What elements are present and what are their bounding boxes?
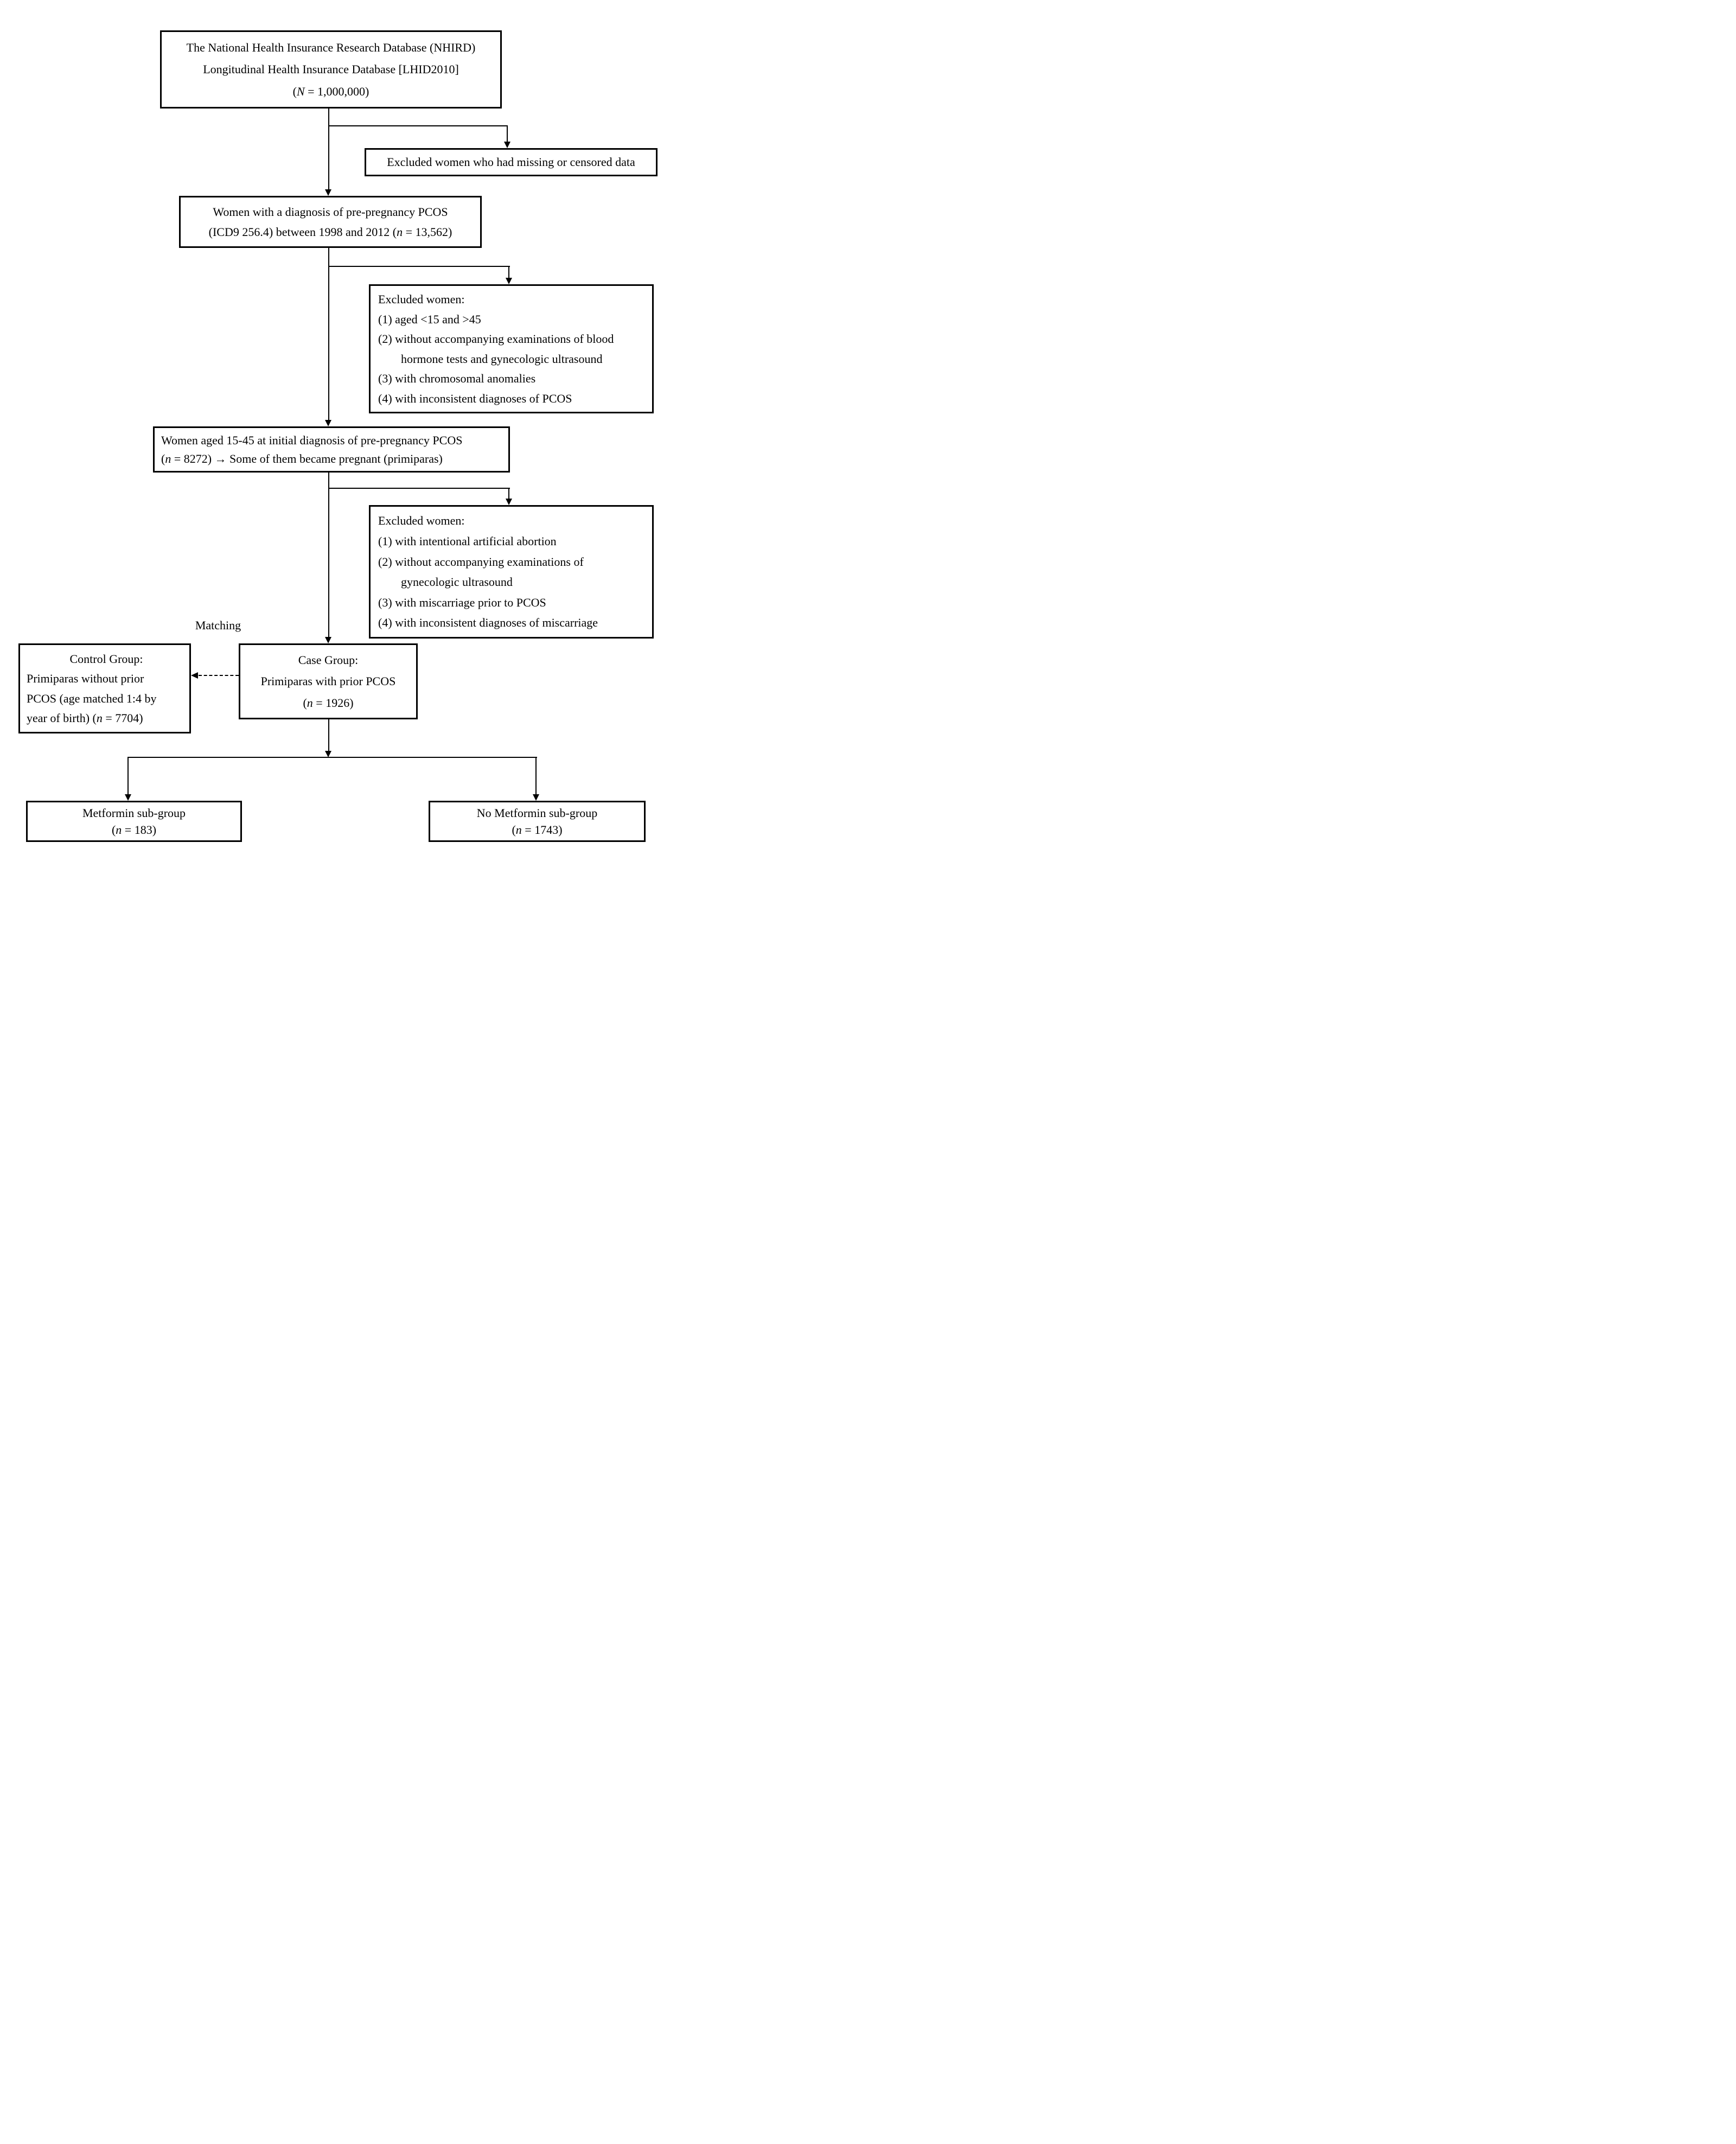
excluded-pregnancy-line-6: (4) with inconsistent diagnoses of misca… bbox=[378, 616, 598, 630]
excluded-pregnancy-line-5: (3) with miscarriage prior to PCOS bbox=[378, 595, 546, 609]
nhird-line-3: (N = 1,000,000) bbox=[292, 84, 369, 98]
no-metformin-line-1: No Metformin sub-group bbox=[476, 806, 598, 820]
case-group-line-2: Primiparas with prior PCOS bbox=[260, 674, 396, 688]
connector-aged-to-case bbox=[328, 473, 329, 637]
connector-nhird-to-pcos bbox=[328, 109, 329, 190]
connector-branch-excluded-missing-h bbox=[329, 125, 508, 126]
box-metformin-subgroup: Metformin sub-group (n = 183) bbox=[26, 801, 242, 842]
arrowhead-down-excluded-initial bbox=[506, 278, 512, 284]
arrowhead-down-excluded-pregnancy bbox=[506, 499, 512, 505]
excluded-initial-line-4: hormone tests and gynecologic ultrasound bbox=[401, 352, 603, 366]
arrowhead-down-split bbox=[325, 751, 331, 757]
connector-split-left-v bbox=[127, 757, 129, 795]
study-flow-diagram: The National Health Insurance Research D… bbox=[0, 0, 694, 858]
connector-split-right-v bbox=[535, 757, 537, 795]
aged-15-45-line-1: Women aged 15-45 at initial diagnosis of… bbox=[161, 433, 463, 447]
aged-15-45-line-2: (n = 8272) → Some of them became pregnan… bbox=[161, 451, 443, 465]
arrowhead-left-matching bbox=[191, 672, 198, 679]
excluded-initial-line-3: (2) without accompanying examinations of… bbox=[378, 332, 614, 346]
connector-branch-excluded-pregnancy-h bbox=[329, 488, 510, 489]
connector-branch-excluded-initial-h bbox=[329, 266, 510, 267]
connector-split-h bbox=[128, 757, 537, 758]
control-group-line-2: Primiparas without prior bbox=[27, 672, 144, 686]
box-case-group: Case Group: Primiparas with prior PCOS (… bbox=[239, 643, 418, 719]
arrowhead-down-case bbox=[325, 637, 331, 643]
connector-case-to-split bbox=[328, 719, 329, 751]
box-excluded-missing-data: Excluded women who had missing or censor… bbox=[365, 148, 658, 176]
excluded-pregnancy-line-4: gynecologic ultrasound bbox=[401, 575, 513, 589]
connector-matching-dashed bbox=[199, 675, 239, 676]
excluded-initial-line-1: Excluded women: bbox=[378, 292, 465, 307]
excluded-initial-line-2: (1) aged <15 and >45 bbox=[378, 312, 481, 326]
box-control-group: Control Group: Primiparas without prior … bbox=[18, 643, 191, 733]
nhird-line-1: The National Health Insurance Research D… bbox=[186, 41, 476, 55]
excluded-missing-line-1: Excluded women who had missing or censor… bbox=[387, 155, 635, 169]
matching-label: Matching bbox=[195, 618, 241, 632]
excluded-initial-line-5: (3) with chromosomal anomalies bbox=[378, 372, 536, 386]
case-group-line-1: Case Group: bbox=[298, 653, 359, 667]
control-group-line-1: Control Group: bbox=[69, 652, 143, 666]
box-excluded-criteria-initial: Excluded women: (1) aged <15 and >45 (2)… bbox=[369, 284, 654, 413]
control-group-line-3: PCOS (age matched 1:4 by bbox=[27, 691, 157, 705]
box-nhird-database: The National Health Insurance Research D… bbox=[160, 30, 502, 109]
excluded-pregnancy-line-3: (2) without accompanying examinations of bbox=[378, 554, 584, 569]
nhird-line-2: Longitudinal Health Insurance Database [… bbox=[203, 62, 459, 76]
connector-pcos-to-aged bbox=[328, 248, 329, 420]
metformin-line-1: Metformin sub-group bbox=[82, 806, 186, 820]
excluded-initial-line-6: (4) with inconsistent diagnoses of PCOS bbox=[378, 391, 572, 405]
excluded-pregnancy-line-2: (1) with intentional artificial abortion bbox=[378, 534, 557, 548]
arrowhead-down-aged bbox=[325, 420, 331, 426]
arrowhead-down-pcos bbox=[325, 189, 331, 196]
connector-branch-excluded-pregnancy-v bbox=[508, 488, 509, 499]
arrowhead-down-no-metformin bbox=[533, 794, 539, 801]
connector-branch-excluded-initial-v bbox=[508, 266, 509, 278]
box-no-metformin-subgroup: No Metformin sub-group (n = 1743) bbox=[429, 801, 646, 842]
metformin-line-2: (n = 183) bbox=[111, 822, 157, 837]
box-aged-15-45: Women aged 15-45 at initial diagnosis of… bbox=[153, 426, 510, 473]
control-group-line-4: year of birth) (n = 7704) bbox=[27, 711, 143, 725]
pcos-diagnosis-line-2: (ICD9 256.4) between 1998 and 2012 (n = … bbox=[208, 225, 452, 239]
box-pcos-diagnosis: Women with a diagnosis of pre-pregnancy … bbox=[179, 196, 482, 248]
arrowhead-down-metformin bbox=[125, 794, 131, 801]
no-metformin-line-2: (n = 1743) bbox=[512, 822, 563, 837]
box-excluded-criteria-pregnancy: Excluded women: (1) with intentional art… bbox=[369, 505, 654, 639]
pcos-diagnosis-line-1: Women with a diagnosis of pre-pregnancy … bbox=[213, 205, 448, 219]
case-group-line-3: (n = 1926) bbox=[303, 695, 354, 710]
arrowhead-down-excluded-missing bbox=[504, 142, 510, 148]
connector-branch-excluded-missing-v bbox=[507, 125, 508, 142]
excluded-pregnancy-line-1: Excluded women: bbox=[378, 514, 465, 528]
